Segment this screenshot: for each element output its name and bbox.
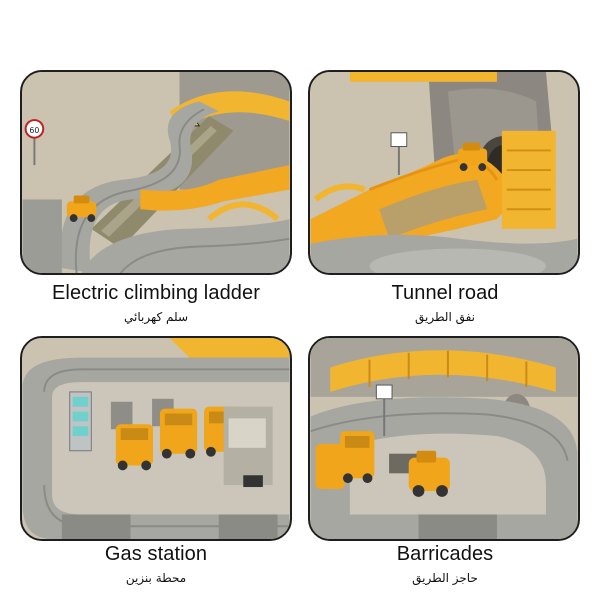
barricades-illustration: [310, 338, 578, 539]
photo-barricades: [308, 336, 580, 541]
caption-climbing-ladder-arabic: سلم كهربائي: [123, 310, 189, 324]
speed-sign-label: 60: [29, 126, 39, 135]
photo-tunnel-road: [308, 70, 580, 275]
caption-tunnel-road-arabic: نفق الطريق: [414, 310, 476, 324]
caption-gas-station: Gas station: [104, 543, 208, 565]
caption-barricades-arabic: حاجز الطريق: [412, 571, 478, 585]
caption-climbing-ladder: Electric climbing ladder: [51, 282, 261, 304]
caption-tunnel-road: Tunnel road: [391, 282, 499, 304]
photo-climbing-ladder: 60: [20, 70, 292, 275]
photo-gas-station: [20, 336, 292, 541]
climbing-ladder-illustration: 60: [22, 72, 290, 273]
tunnel-road-illustration: [310, 72, 578, 273]
caption-barricades: Barricades: [396, 543, 494, 565]
gas-station-illustration: [22, 338, 290, 539]
caption-gas-station-arabic: محطة بنزين: [125, 571, 187, 585]
